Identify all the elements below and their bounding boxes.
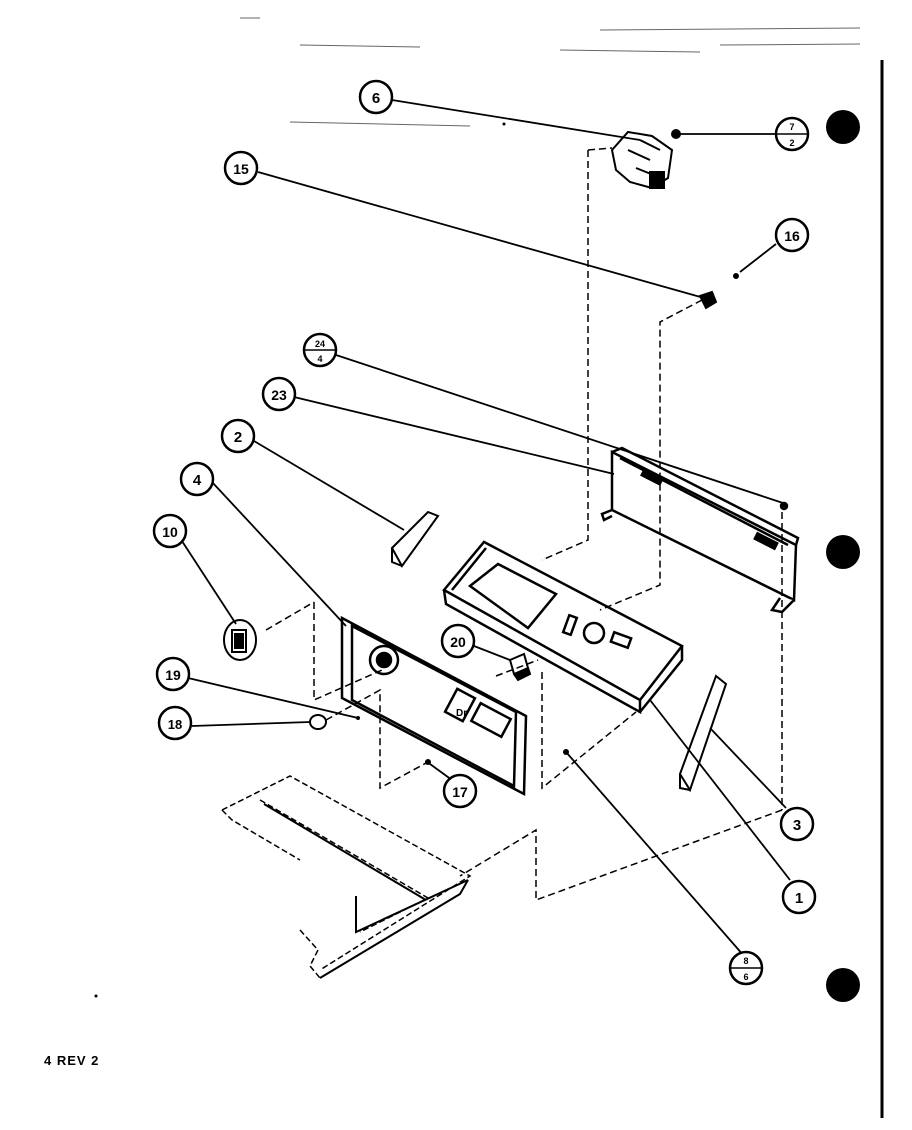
callout-24-bot-label: 4 <box>317 354 322 364</box>
part-16-screw <box>733 273 739 279</box>
part-18-knob <box>309 714 327 730</box>
part-2-end-cap <box>390 510 440 568</box>
callout-2 <box>220 418 256 454</box>
callout-8-bot-label: 6 <box>743 972 748 982</box>
part-3-end-cap <box>678 674 728 793</box>
callout-18 <box>157 705 193 741</box>
callouts <box>152 79 817 986</box>
callout-20-label: 20 <box>450 634 466 650</box>
callout-16 <box>774 217 810 253</box>
svg-text:Dr: Dr <box>456 708 467 719</box>
callout-6-label: 6 <box>372 90 380 107</box>
part-6-switch <box>610 129 681 190</box>
part-20-button <box>508 652 532 682</box>
binder-hole-middle <box>826 535 860 569</box>
callout-7-top-label: 7 <box>789 122 794 132</box>
callout-19 <box>155 656 191 692</box>
page-revision-label: 4 REV 2 <box>44 1053 100 1068</box>
callout-23-label: 23 <box>271 387 287 403</box>
callout-24-top-label: 24 <box>315 339 325 349</box>
callout-7-bot-label: 2 <box>789 138 794 148</box>
part-4-panel: Dr <box>340 615 528 797</box>
callout-4 <box>179 461 215 497</box>
part-15-knob <box>698 290 718 310</box>
scan-noise <box>240 17 861 127</box>
callout-23 <box>261 376 297 412</box>
callout-10-label: 10 <box>162 524 178 540</box>
callout-1 <box>781 879 817 915</box>
part-10-knob <box>223 619 257 661</box>
callout-10 <box>152 513 188 549</box>
callout-6 <box>358 79 394 115</box>
callout-18-label: 18 <box>168 717 182 732</box>
cabinet-top <box>221 775 472 979</box>
callout-16-label: 16 <box>784 228 800 244</box>
callout-17 <box>442 773 478 809</box>
callout-15 <box>223 150 259 186</box>
binder-hole-top <box>826 110 860 144</box>
part-1-console <box>442 540 684 715</box>
part-23-bracket <box>600 446 800 614</box>
callout-8-top-label: 8 <box>743 956 748 966</box>
callout-3 <box>779 806 815 842</box>
callout-3-label: 3 <box>793 817 801 834</box>
callout-17-label: 17 <box>452 784 468 800</box>
callout-1-label: 1 <box>795 890 803 907</box>
callout-15-label: 15 <box>233 161 249 177</box>
callout-20 <box>440 623 476 659</box>
binder-hole-bottom <box>826 968 860 1002</box>
callout-19-label: 19 <box>165 667 181 683</box>
callout-2-label: 2 <box>234 429 242 446</box>
leader-lines <box>179 99 791 957</box>
assembly-lines <box>265 147 783 902</box>
callout-4-label: 4 <box>193 472 202 489</box>
